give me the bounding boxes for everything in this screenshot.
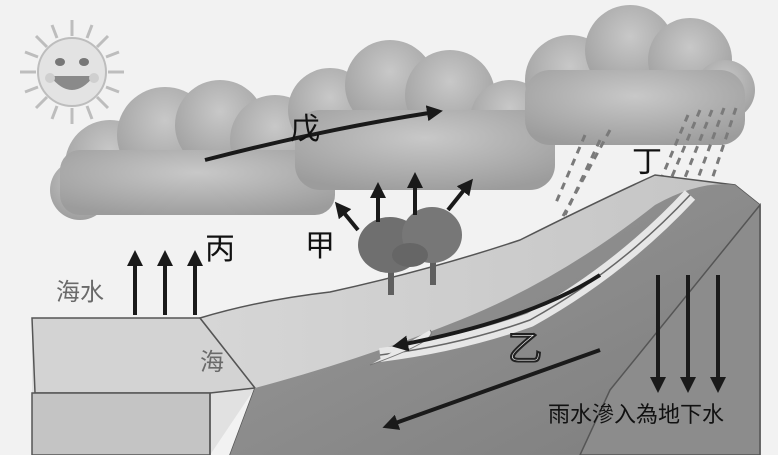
label-jia: 甲: [305, 229, 335, 264]
sea-block: [31, 317, 257, 455]
label-yi: 乙: [508, 329, 543, 369]
arrow-icon: [127, 105, 726, 430]
tree-icon: [358, 207, 462, 295]
sun-icon: [20, 20, 124, 124]
label-bing: 丙: [205, 232, 235, 267]
label-seawater: 海水: [56, 278, 104, 306]
label-sea: 海: [200, 348, 224, 376]
label-wu: 戊: [290, 112, 320, 147]
cloud-icon: [50, 5, 755, 220]
label-ding: 丁: [632, 145, 662, 180]
label-infiltration: 雨水滲入為地下水: [548, 403, 725, 428]
